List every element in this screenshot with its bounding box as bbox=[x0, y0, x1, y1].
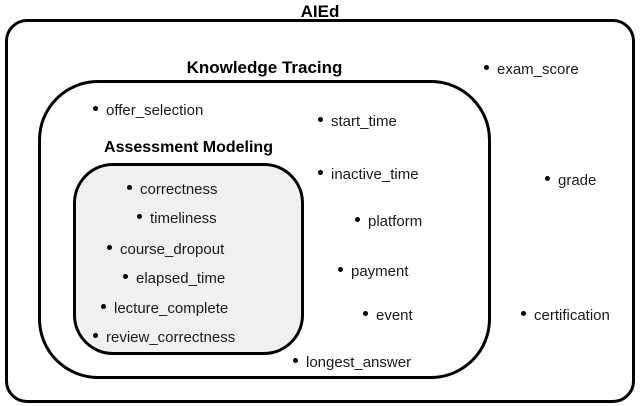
bullet-icon bbox=[318, 170, 323, 175]
list-item: timeliness bbox=[137, 211, 217, 227]
bullet-icon bbox=[338, 267, 343, 272]
list-item: grade bbox=[545, 173, 596, 189]
group-boundary-aied bbox=[5, 19, 635, 403]
list-item: correctness bbox=[127, 182, 218, 198]
bullet-icon bbox=[137, 214, 142, 219]
group-title-aied: AIEd bbox=[300, 2, 340, 21]
item-label: grade bbox=[558, 172, 597, 189]
item-label: payment bbox=[351, 263, 409, 280]
item-label: review_correctness bbox=[106, 329, 236, 346]
list-item: event bbox=[363, 308, 413, 324]
item-label: elapsed_time bbox=[136, 270, 226, 287]
list-item: elapsed_time bbox=[123, 271, 225, 287]
list-item: payment bbox=[338, 264, 409, 280]
item-label: correctness bbox=[140, 181, 218, 198]
item-label: lecture_complete bbox=[114, 300, 229, 317]
item-label: offer_selection bbox=[106, 102, 204, 119]
list-item: start_time bbox=[318, 114, 397, 130]
item-label: event bbox=[376, 307, 413, 324]
bullet-icon bbox=[355, 217, 360, 222]
list-item: certification bbox=[521, 308, 610, 324]
list-item: course_dropout bbox=[107, 242, 224, 258]
item-label: course_dropout bbox=[120, 241, 225, 258]
group-boundary-assessment-modeling bbox=[73, 163, 304, 355]
bullet-icon bbox=[521, 311, 526, 316]
item-label: timeliness bbox=[150, 210, 217, 227]
list-item: exam_score bbox=[484, 62, 579, 78]
group-boundary-knowledge-tracing bbox=[38, 80, 491, 379]
bullet-icon bbox=[545, 176, 550, 181]
list-item: platform bbox=[355, 214, 422, 230]
list-item: offer_selection bbox=[93, 103, 203, 119]
item-label: start_time bbox=[331, 113, 397, 130]
group-title-assessment-modeling: Assessment Modeling bbox=[104, 139, 273, 156]
group-title-knowledge-tracing: Knowledge Tracing bbox=[186, 58, 343, 77]
list-item: review_correctness bbox=[93, 330, 235, 346]
item-label: certification bbox=[534, 307, 610, 324]
list-item: inactive_time bbox=[318, 167, 419, 183]
item-label: exam_score bbox=[497, 61, 579, 78]
item-label: inactive_time bbox=[331, 166, 419, 183]
bullet-icon bbox=[101, 304, 106, 309]
bullet-icon bbox=[318, 117, 323, 122]
bullet-icon bbox=[107, 245, 112, 250]
list-item: lecture_complete bbox=[101, 301, 228, 317]
item-label: longest_answer bbox=[306, 354, 412, 371]
bullet-icon bbox=[123, 274, 128, 279]
bullet-icon bbox=[293, 358, 298, 363]
item-label: platform bbox=[368, 213, 423, 230]
bullet-icon bbox=[93, 333, 98, 338]
bullet-icon bbox=[363, 311, 368, 316]
bullet-icon bbox=[93, 106, 98, 111]
list-item: longest_answer bbox=[293, 355, 411, 371]
bullet-icon bbox=[484, 65, 489, 70]
bullet-icon bbox=[127, 185, 132, 190]
